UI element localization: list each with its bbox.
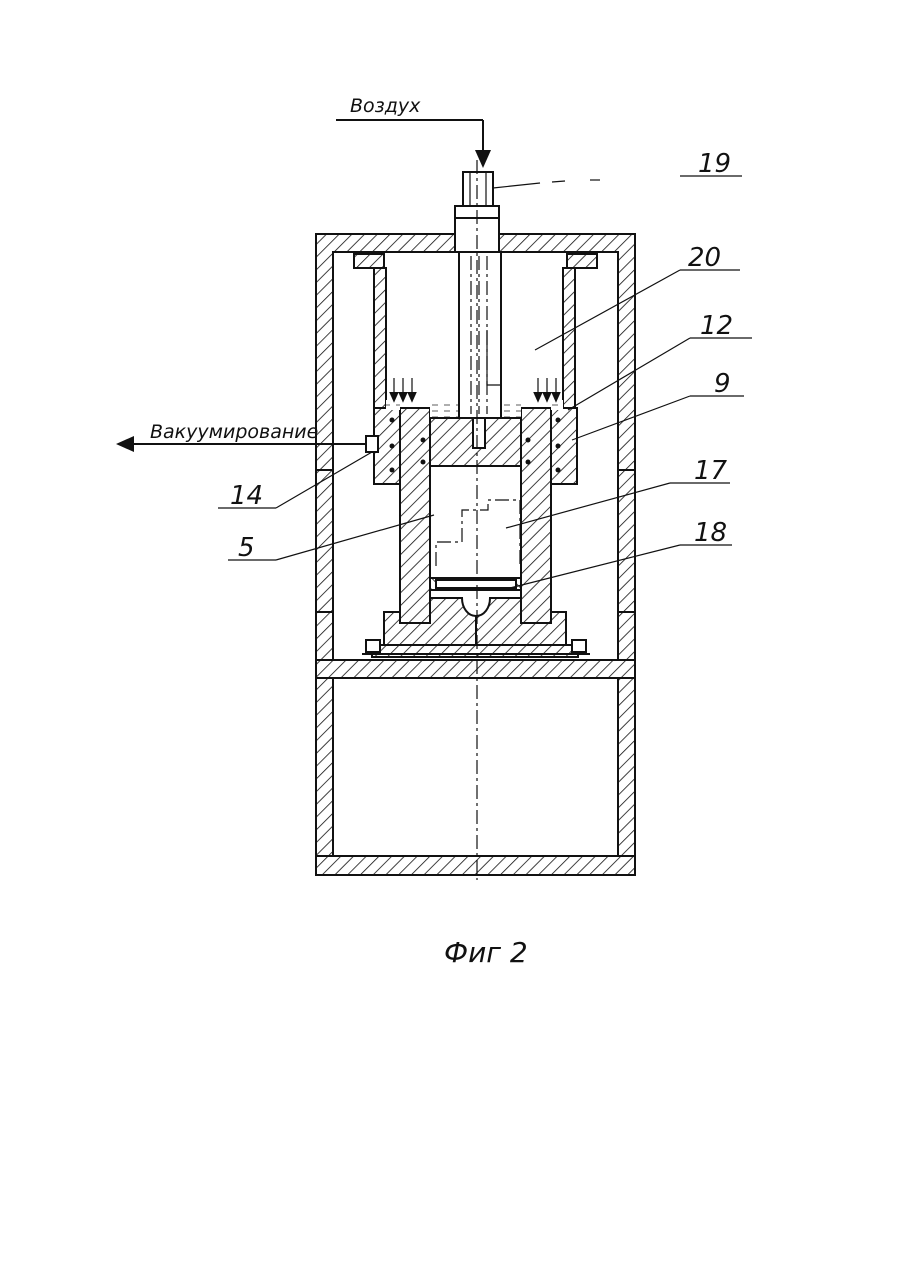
callout-18: 18 — [694, 518, 727, 548]
callout-20: 20 — [688, 243, 721, 273]
callout-19: 19 — [698, 149, 731, 179]
figure-caption: Фиг 2 — [444, 936, 528, 969]
callout-14: 14 — [230, 481, 263, 511]
sample — [436, 500, 520, 566]
callout-9: 9 — [714, 369, 731, 399]
callout-17: 17 — [694, 456, 728, 486]
vacuum-label: Вакуумирование — [150, 421, 318, 443]
piston-rod — [459, 252, 501, 418]
vacuum-port — [356, 436, 378, 452]
air-input: Воздух — [336, 95, 483, 160]
air-label: Воздух — [350, 95, 421, 117]
callout-5: 5 — [238, 533, 255, 563]
base-assembly — [362, 578, 590, 657]
callout-12: 12 — [700, 311, 733, 341]
piston — [430, 418, 521, 466]
